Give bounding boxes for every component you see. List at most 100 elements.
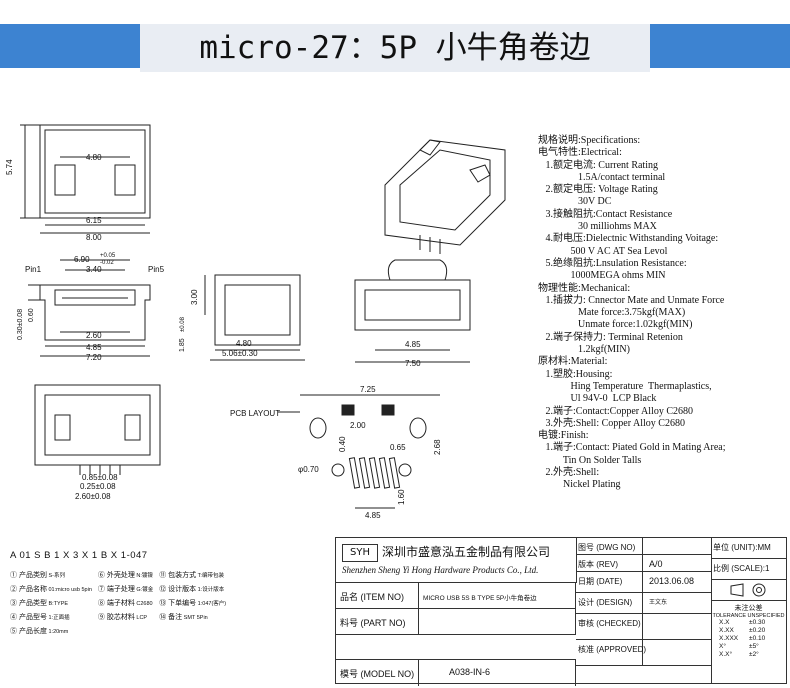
legend-value: 1:047(客户) [196,601,227,607]
item-value: MICRO USB 5S B TYPE 5P小牛角卷边 [423,595,537,602]
model-row: 模号 (MODEL NO) A038-IN-6 [336,659,576,686]
legend-value: SMT 5Pin [182,615,208,621]
isometric-view [384,139,506,254]
title-row-label: 设计 (DESIGN) [576,593,643,613]
legend-item: ⑧ 端子材料 C2680 [98,597,153,611]
part-row: 料号 (PART NO) [336,609,576,635]
spec-line: Hing Temperature Thermaplastics, [538,380,712,392]
legend-item: ③ 产品类型 B:TYPE [10,597,92,611]
title-row-label: 核准 (APPROVED) [576,640,646,665]
unit-tolerance-cell: 单位 (UNIT):MM 比例 (SCALE):1 未注公差 TOLERANCE… [711,538,786,683]
legend-key: ② 产品名称 [10,586,47,593]
title-row: 日期 (DATE)2013.06.08 [576,572,711,593]
scale-value: 1 [765,564,770,573]
tolerance-key: X.XX [719,627,734,634]
title-row-label: 日期 (DATE) [576,572,643,592]
legend-key: ⑧ 端子材料 [97,600,135,607]
legend-key: ⑫ 设计版本 [159,586,197,593]
title-row-value: 王文东 [649,600,668,606]
dim-pcb-b: 2.00 [350,421,366,430]
rear-view [354,259,471,363]
spec-line: 30V DC [538,196,612,208]
spec-line: 物理性能:Mechanical: [538,282,631,294]
tolerance-value: ±0.10 [749,635,766,642]
legend-item: ⑭ 备注 SMT 5Pin [159,611,226,625]
dim-h: 1.85 [179,338,186,352]
legend-value: G:镀金 [134,587,154,593]
dim-bottom-b: 0.25±0.08 [80,482,116,491]
title-row-label: 审核 (CHECKED) [576,614,643,639]
pcb-layout [278,394,440,509]
side-view [204,274,305,361]
part-code-section: A 01 S B 1 X 3 X 1 B X 1-047 ① 产品类别 S-系列… [10,550,335,680]
model-label: 模号 (MODEL NO) [336,660,419,686]
legend-value: T:编带包装 [196,573,224,579]
label-pin5: Pin5 [148,265,165,274]
title-row: 审核 (CHECKED) [576,614,711,640]
title-row: 设计 (DESIGN) 王文东 [576,593,711,614]
dim-side-a: 3.00 [190,289,199,305]
company-name-en: Shenzhen Sheng Yi Hong Hardware Products… [342,565,539,575]
dim-pcb-e: φ0.70 [298,465,319,474]
item-row: 品名 (ITEM NO) MICRO USB 5S B TYPE 5P小牛角卷边 [336,582,576,609]
legend-key: ⑥ 外壳处理 [97,572,135,579]
front-view-middle [28,259,151,357]
spec-line: 3.外壳:Shell: Copper Alloy C2680 [538,417,685,429]
legend-item: ④ 产品型号 1:正面插 [10,611,92,625]
company-logo: SYH [342,544,378,562]
legend-value: 1:正面插 [46,615,70,621]
legend-key: ⑦ 端子处理 [97,586,135,593]
dim-front-w1: 4.80 [86,153,102,162]
tolerance-value: ±0.20 [749,627,766,634]
spec-line: 5.绝缘阻抗:Lnsulation Resistance: [538,257,687,269]
legend-item: ⑨ 胶芯材料 LCP [98,611,153,625]
legend-item: ⑫ 设计版本 1:设计版本 [159,583,226,597]
banner-bar [140,22,650,74]
title-banner: micro-27：5P 小牛角卷边 [0,0,790,80]
spec-line: 电镀:Finish: [538,430,589,442]
item-label: 品名 (ITEM NO) [336,582,419,608]
legend-key: ④ 产品型号 [10,614,47,621]
legend-item: ① 产品类别 S-系列 [10,569,92,583]
legend-item: ⑥ 外壳处理 N:镀镍 [98,569,153,583]
dim-e: 7.20 [86,353,102,362]
part-label: 料号 (PART NO) [336,609,419,634]
dim-a-tol-plus: +0.05 [100,253,116,259]
title-block: SYH 深圳市盛意泓五金制品有限公司 Shenzhen Sheng Yi Hon… [335,537,787,686]
legend-item: ⑤ 产品长度 1:20mm [10,625,92,639]
legend-key: ③ 产品类型 [10,600,47,607]
legend-value: LCP [134,615,148,621]
tolerance-key: X.X° [719,651,733,658]
label-pin1: Pin1 [25,265,42,274]
dim-rear-d: 4.85 [405,340,421,349]
dim-b: 3.40 [86,265,102,274]
tolerance-item: X.XXX±0.10 [719,635,786,643]
dim-side-c: 5.06±0.30 [222,349,258,358]
spec-line: 1.端子:Contact: Piated Gold in Mating Area… [538,442,726,454]
dim-d: 4.85 [86,343,102,352]
unit-value: MM [757,543,771,552]
technical-drawing: 5.74 4.80 6.15 8.00 Pin1 Pin5 6.90 +0.05… [5,124,506,520]
tolerance-item: X.X°±2° [719,651,786,659]
dim-front-h: 5.74 [5,159,14,175]
company-cell: SYH 深圳市盛意泓五金制品有限公司 Shenzhen Sheng Yi Hon… [336,538,577,583]
dim-pcb-d: 2.68 [433,439,442,455]
title-row-value [643,614,655,639]
tolerance-title: 未注公差 [734,605,763,612]
legend-item: ⑦ 端子处理 G:镀金 [98,583,153,597]
bottom-view [34,384,161,475]
dim-pcb-g: 4.85 [365,511,381,520]
tolerance-item: X.XX ±0.20 [719,627,786,635]
spec-line: 1000MEGA ohms MIN [538,270,666,282]
spec-line: Tin On Solder Talls [538,454,642,466]
dim-f: 0.30±0.08 [17,309,24,340]
label-pcb-layout: PCB LAYOUT [230,409,280,418]
title-row-value [643,538,655,554]
item-rows: 品名 (ITEM NO) MICRO USB 5S B TYPE 5P小牛角卷边… [336,582,576,686]
spec-line: Unmate force:1.02kgf(MIN) [538,319,693,331]
company-name-cn: 深圳市盛意泓五金制品有限公司 [382,545,551,559]
